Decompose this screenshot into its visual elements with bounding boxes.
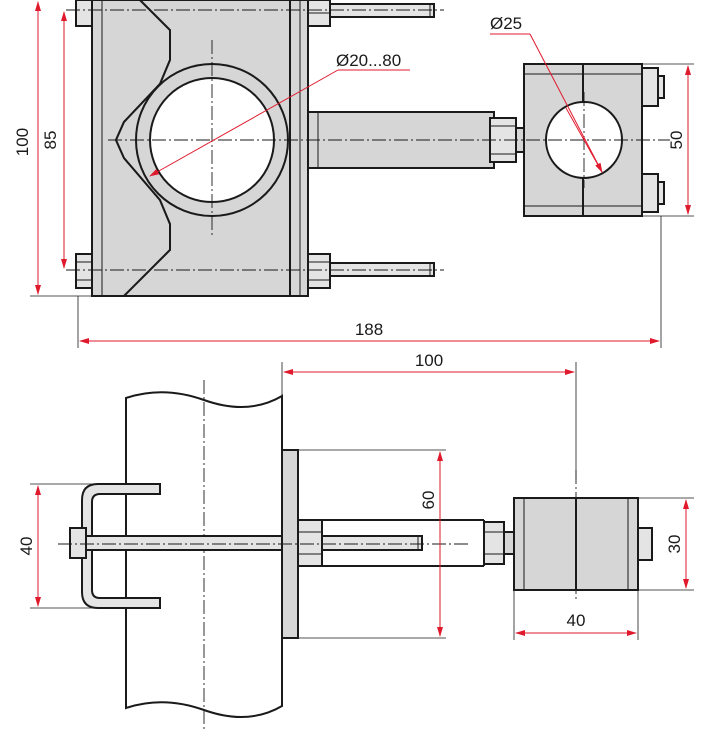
dim-clamp-range: Ø20...80 [149,51,410,177]
dim-label: 188 [355,320,383,339]
dim-cable-diameter: Ø25 [490,14,603,173]
dim-label: Ø25 [490,14,522,33]
dim-top-bolt-spacing-85: 85 [41,11,67,269]
dim-label: Ø20...80 [336,51,401,70]
dim-label: 85 [41,131,60,150]
dim-total-length-188: 188 [77,216,662,348]
side-centerlines [58,470,577,600]
dim-ubolt-width-40: 40 [17,483,98,609]
rod-nuts [75,0,331,289]
dim-label: 40 [567,611,586,630]
mast-pipe [125,380,283,732]
clamp-block-side [513,497,653,591]
dim-label: 40 [17,537,36,556]
dim-label: 100 [415,351,443,370]
dim-side-length-100: 100 [281,351,577,480]
dim-top-height-100: 100 [13,1,92,297]
u-bolt [81,483,161,609]
through-rod [69,527,423,559]
dim-label: 100 [13,128,32,156]
top-centerlines [66,9,670,271]
standoff-tube [322,519,515,567]
dim-plate-height-60: 60 [298,449,446,639]
dim-label: 30 [665,535,684,554]
dim-block-width-40: 40 [513,590,639,640]
dim-clamp-block-50: 50 [642,63,694,217]
top-view: 100 85 Ø20...80 Ø25 50 [13,0,694,348]
dim-label: 60 [419,491,438,510]
side-view: 100 60 40 30 40 [17,351,694,732]
dim-block-height-30: 30 [638,497,694,591]
dim-label: 50 [667,131,686,150]
